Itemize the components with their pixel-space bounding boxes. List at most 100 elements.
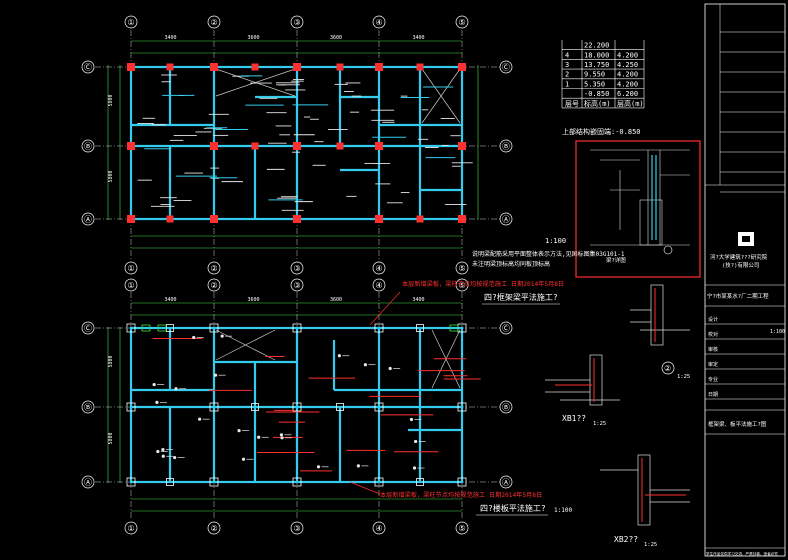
top-grid-bubble-y3: [499, 212, 513, 226]
top-grid-bubble-x3: [290, 261, 304, 275]
bottom-column-9: [292, 477, 302, 487]
plan-titles: 四?框架梁平法施工? 四?楼板平法施工? 1:100: [476, 292, 572, 516]
bottom-grid-bubble-x2: [207, 278, 221, 292]
bottom-column-10: [374, 323, 384, 333]
plan-top-note-1: 说明梁配筋采用平面整体表示方法,见国标图集03G101-1: [472, 250, 625, 258]
top-grid-bubble-x5: [455, 261, 469, 275]
elev-value-5: -0.850: [584, 90, 609, 98]
top-dim-top-2: 3600: [248, 35, 260, 41]
bottom-grid-bubble-x4: [372, 521, 386, 535]
bottom-grid-bubble-x2: [207, 521, 221, 535]
top-grid-bubble-y2: [81, 139, 95, 153]
red-note-bottom: 本层新增梁板，梁柱节点均按规范施工 日期2014年5月8日: [380, 491, 542, 499]
bottom-slab-tag-7: [363, 363, 368, 367]
bottom-column-6: [209, 477, 219, 487]
top-grid-label-x4: ④: [376, 264, 383, 273]
top-grid-label-y1: Ⓒ: [502, 63, 510, 72]
top-grid-label-x3: ③: [294, 18, 301, 27]
bottom-slab-tag-5: [173, 455, 177, 460]
top-grid-bubble-x3: [290, 15, 304, 29]
bottom-slab-tag-22: [337, 354, 341, 358]
top-column-22: [251, 142, 259, 150]
bottom-grid-label-y3: Ⓐ: [502, 478, 510, 487]
top-grid-label-x2: ②: [211, 264, 218, 273]
top-column-11: [375, 142, 383, 150]
embed-note: 上部结构嵌固端:-0.850: [562, 127, 641, 136]
bottom-slab-tag-10: [192, 335, 196, 340]
elev-value-6: 标高(m): [584, 99, 611, 108]
bottom-slab-tag-23: [316, 465, 321, 469]
tb-scale: 1:100: [770, 329, 785, 335]
top-column-10: [375, 63, 383, 71]
top-grid-label-x1: ①: [128, 18, 135, 27]
detail-2-scale: 1:25: [677, 374, 690, 380]
top-grid-bubble-y3: [81, 212, 95, 226]
elev-value-0: 22.200: [584, 42, 609, 50]
bottom-slab-tag-4: [257, 435, 261, 439]
bottom-dim-side-2: 5800: [108, 432, 114, 444]
bottom-dim-top-4: 3400: [413, 297, 425, 303]
detail-2-label: ②: [664, 364, 671, 373]
bottom-column-20: [416, 478, 424, 486]
elev-floor-1: 4: [565, 51, 569, 59]
red-note-top: 本层新增梁板，梁柱节点均按规范施工 日期2014年5月8日: [402, 280, 564, 288]
bottom-grid-label-x2: ②: [211, 281, 218, 290]
top-grid-label-x3: ③: [294, 264, 301, 273]
bottom-slab-tag-20: [213, 373, 218, 377]
top-dim-top-4: 3400: [413, 35, 425, 41]
bottom-column-5: [209, 402, 219, 412]
top-dimensions: [107, 40, 479, 249]
top-grid-label-x5: ⑤: [459, 264, 466, 273]
top-dim-top-3: 3600: [330, 35, 342, 41]
bottom-grid-label-x2: ②: [211, 524, 218, 533]
top-grid-label-x4: ④: [376, 18, 383, 27]
bottom-dim-top-1: 3400: [165, 297, 177, 303]
top-column-20: [166, 215, 174, 223]
top-grid-label-x5: ⑤: [459, 18, 466, 27]
plan-title-beam: 四?框架梁平法施工?: [484, 292, 558, 302]
bottom-grid-bubble-x3: [290, 278, 304, 292]
slab-annotations-bottom: [141, 324, 481, 472]
top-grid-label-y3: Ⓐ: [502, 215, 510, 224]
bottom-grid-label-x4: ④: [376, 281, 383, 290]
bottom-grid-bubble-y1: [81, 321, 95, 335]
elev-floor-2: 3: [565, 61, 569, 69]
bottom-column-11: [374, 402, 384, 412]
bottom-grid-bubble-y3: [499, 475, 513, 489]
tb-row-label-5: 日期: [708, 392, 718, 398]
bottom-column-8: [292, 402, 302, 412]
bottom-grid-bubble-x3: [290, 521, 304, 535]
top-dim-side-2: 5800: [108, 170, 114, 182]
bottom-grid-bubble-x5: [455, 278, 469, 292]
bottom-column-21: [166, 478, 174, 486]
elev-height-2: 4.250: [617, 61, 638, 69]
bottom-dim-top-3: 3600: [330, 297, 342, 303]
xb2-label: XB2??: [614, 535, 638, 544]
company-logo: [738, 232, 754, 246]
bottom-grid-bubble-y2: [499, 400, 513, 414]
top-grid-bubble-x2: [207, 261, 221, 275]
elev-value-1: 18.000: [584, 51, 609, 59]
xb1-label: XB1??: [562, 414, 586, 423]
elev-height-5: 6.200: [617, 90, 638, 98]
top-column-3: [127, 215, 135, 223]
elev-height-1: 4.200: [617, 51, 638, 59]
plan-top: [95, 30, 500, 260]
plan-title-slab: 四?楼板平法施工?: [480, 503, 546, 513]
bottom-slab-tag-14: [412, 466, 417, 470]
bottom-column-14: [457, 402, 467, 412]
bottom-grid-label-x1: ①: [128, 281, 135, 290]
bottom-slab-tag-6: [414, 439, 418, 444]
bottom-grid-label-y3: Ⓐ: [84, 478, 92, 487]
xb1-scale: 1:25: [593, 421, 606, 427]
red-notes: 本层新增梁板，梁柱节点均按规范施工 日期2014年5月8日 本层新增梁板，梁柱节…: [349, 280, 564, 499]
bottom-column-2: [126, 402, 136, 412]
top-column-12: [375, 215, 383, 223]
project-name: 宁?市某某水?厂二期工程: [707, 292, 769, 300]
top-column-18: [336, 63, 344, 71]
top-column-1: [127, 63, 135, 71]
bottom-slab-tag-0: [161, 448, 165, 452]
top-column-13: [458, 63, 466, 71]
